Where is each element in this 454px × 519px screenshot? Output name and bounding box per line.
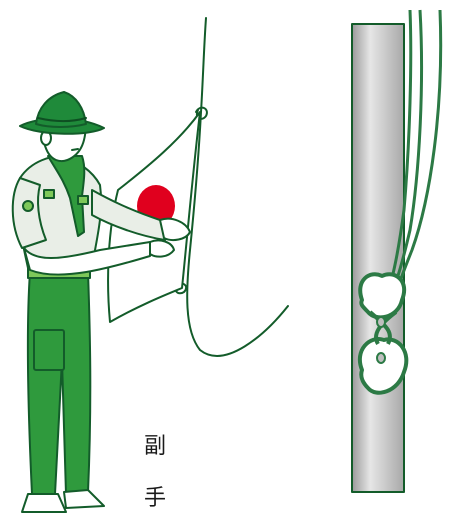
badge-left — [44, 190, 54, 198]
halyard-rope — [187, 18, 288, 356]
shoulder-patch — [23, 201, 33, 211]
caption-line-1: 副 — [140, 436, 170, 458]
knot-lower-loop — [360, 339, 406, 393]
knot-upper-loop — [360, 274, 404, 317]
shoe-left — [22, 494, 66, 512]
badge-right — [78, 196, 88, 204]
halyard-knot-detail — [352, 10, 441, 492]
trousers — [28, 272, 90, 494]
scout-mouth — [72, 149, 78, 150]
caption-line-2: 手 — [140, 488, 170, 510]
knot-toggle-lower — [377, 353, 385, 363]
shoe-right — [64, 490, 104, 508]
trouser-pocket — [34, 330, 64, 370]
knot-toggle-upper — [377, 317, 385, 327]
